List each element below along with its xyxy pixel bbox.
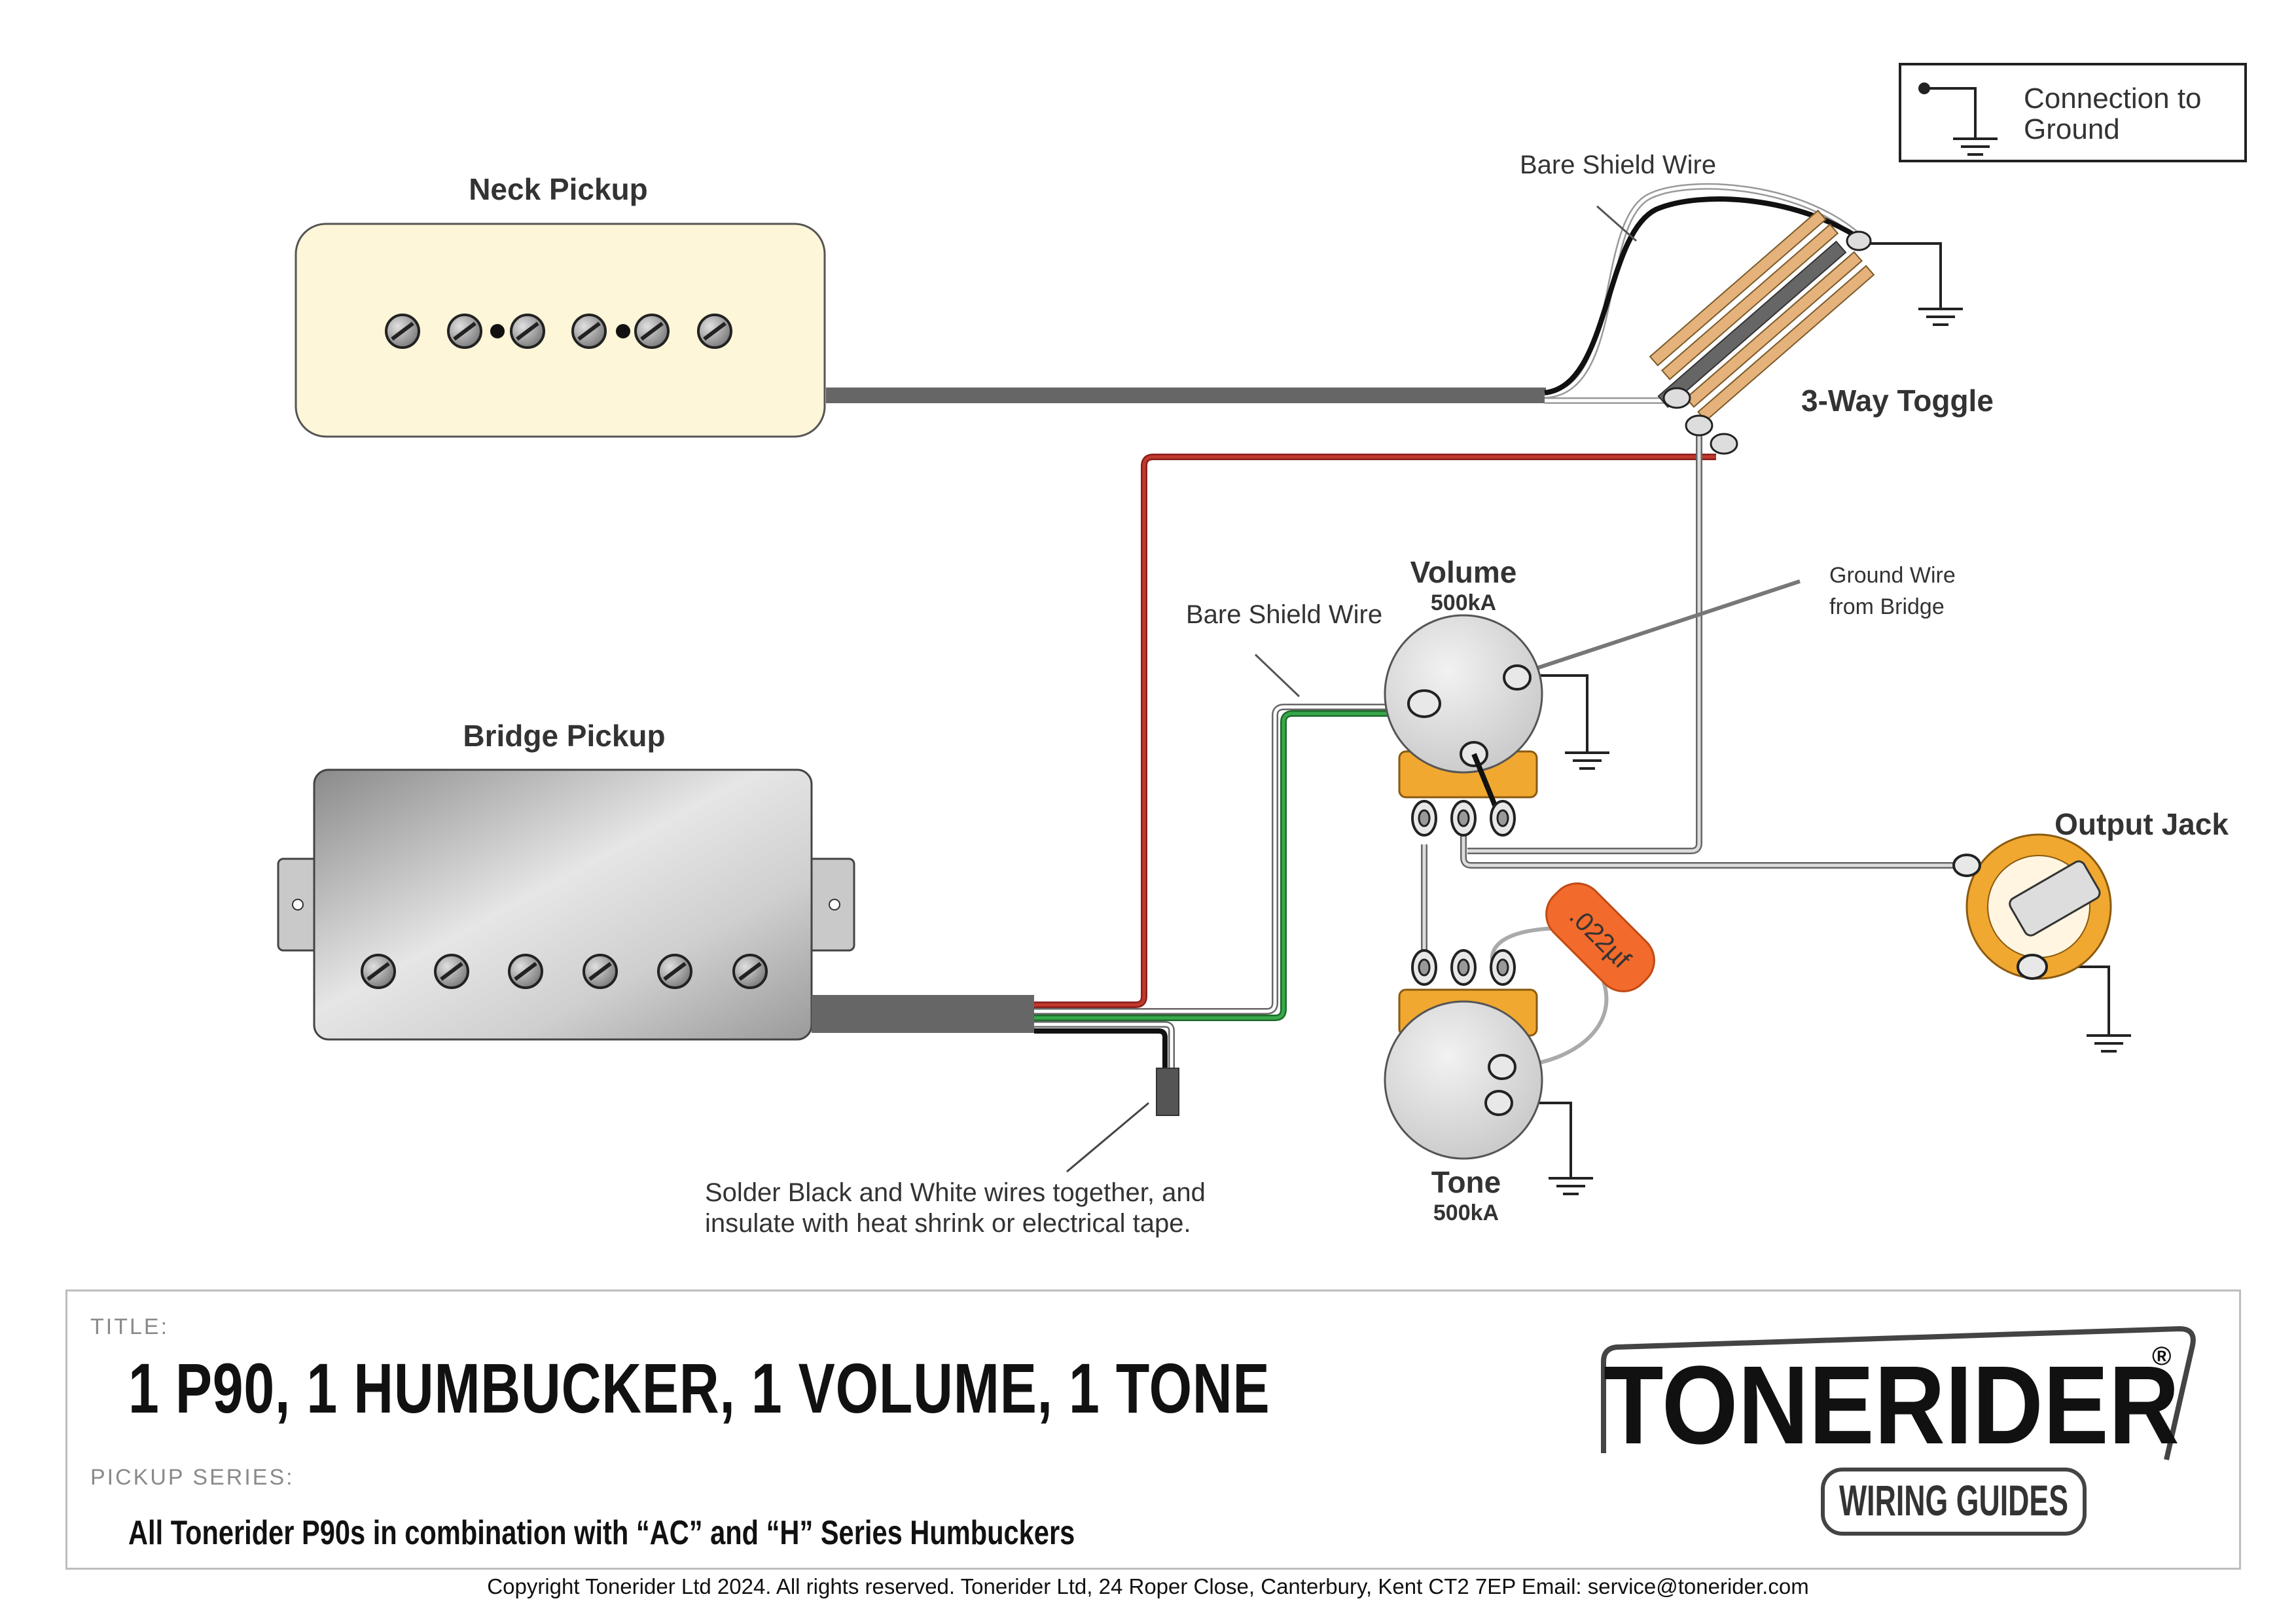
screw-pole-icon [636, 315, 668, 348]
volume-value: 500kA [1431, 590, 1496, 615]
heat-shrink-junction [1156, 1068, 1179, 1116]
volume-ground-icon [1564, 737, 1611, 770]
pot-lug-icon [1450, 800, 1477, 837]
screw-pole-icon [386, 315, 419, 348]
jack-hot-wire [1462, 831, 1967, 867]
tone-pot [1384, 949, 1543, 1160]
pot-lug-icon [1450, 949, 1477, 986]
brand-name: TONERIDER [1604, 1343, 2179, 1468]
title-caption: TITLE: [90, 1314, 170, 1339]
legend-line2: Ground [2024, 113, 2120, 145]
pot-lug-icon [1503, 664, 1532, 691]
pot-lug-icon [1488, 1054, 1516, 1080]
red-wire [1034, 455, 1716, 1007]
registered-mark: ® [2152, 1342, 2171, 1371]
screw-pole-icon [584, 955, 617, 988]
pot-lug-icon [1407, 689, 1441, 718]
tone-label: Tone [1431, 1165, 1501, 1199]
solder-note-line2: insulate with heat shrink or electrical … [705, 1209, 1191, 1238]
ground-legend: Connection to Ground [1899, 63, 2247, 162]
legend-line1: Connection to [2024, 82, 2202, 115]
pot-lug-icon [1685, 414, 1713, 437]
green-wire [1034, 712, 1424, 1020]
screw-pole-icon [511, 315, 544, 348]
neck-pickup-cable [826, 388, 1546, 403]
bare-shield-label-top: Bare Shield Wire [1520, 151, 1716, 179]
pot-lug-icon [1662, 387, 1691, 409]
pot-lug-icon [1710, 433, 1738, 455]
screw-pole-icon [435, 955, 468, 988]
diagram-title: 1 P90, 1 HUMBUCKER, 1 VOLUME, 1 TONE [128, 1348, 1270, 1428]
copyright-line: Copyright Tonerider Ltd 2024. All rights… [487, 1574, 1809, 1598]
pot-lug-icon [2017, 954, 2048, 980]
pot-lug-icon [1490, 949, 1516, 986]
screw-pole-icon [734, 955, 766, 988]
pot-lug-icon [1411, 800, 1437, 837]
screw-pole-icon [698, 315, 731, 348]
black-wire [1034, 1028, 1168, 1074]
pot-lug-icon [1484, 1090, 1513, 1116]
output-jack-label: Output Jack [2054, 807, 2229, 841]
screw-pole-icon [573, 315, 605, 348]
solder-note-line1: Solder Black and White wires together, a… [705, 1178, 1206, 1207]
ground-wire-from-bridge [1518, 579, 1801, 676]
tonerider-logo: TONERIDER ® WIRING GUIDES [1601, 1326, 2196, 1536]
pot-lug-icon [1952, 854, 1981, 877]
capacitor: .022µf [1545, 882, 1655, 992]
bridge-pickup-label: Bridge Pickup [463, 719, 665, 753]
ground-wire-label-2: from Bridge [1829, 594, 1945, 619]
bare-shield-label-mid: Bare Shield Wire [1186, 600, 1382, 629]
pickup-series: All Tonerider P90s in combination with “… [128, 1514, 1075, 1552]
screw-pole-icon [509, 955, 542, 988]
ground-wire-label-1: Ground Wire [1829, 563, 1956, 588]
pot-lug-icon [1411, 949, 1437, 986]
toggle-label: 3-Way Toggle [1801, 384, 1994, 418]
volume-label: Volume [1410, 555, 1517, 589]
screw-pole-icon [448, 315, 481, 348]
series-caption: PICKUP SERIES: [90, 1465, 295, 1490]
bridge-pickup-cable [812, 995, 1034, 1033]
three-way-toggle [1649, 209, 1875, 455]
pot-lug-icon [1490, 800, 1516, 837]
bridge-pickup [277, 768, 1034, 1041]
tone-value: 500kA [1433, 1200, 1499, 1225]
toggle-output-wire [1467, 429, 1701, 853]
neck-hot-wire [1544, 196, 1867, 395]
screw-pole-icon [658, 955, 691, 988]
output-jack [1952, 833, 2112, 980]
neck-pickup-label: Neck Pickup [469, 172, 648, 206]
toggle-ground-icon [1917, 293, 1964, 326]
volume-pot [1384, 614, 1543, 837]
neck-pickup [295, 223, 826, 438]
tone-ground-icon [1547, 1163, 1594, 1195]
brand-subtitle: WIRING GUIDES [1839, 1476, 2068, 1525]
screw-pole-icon [362, 955, 395, 988]
jack-ground-icon [2085, 1020, 2132, 1053]
pot-lug-icon [1846, 230, 1872, 251]
